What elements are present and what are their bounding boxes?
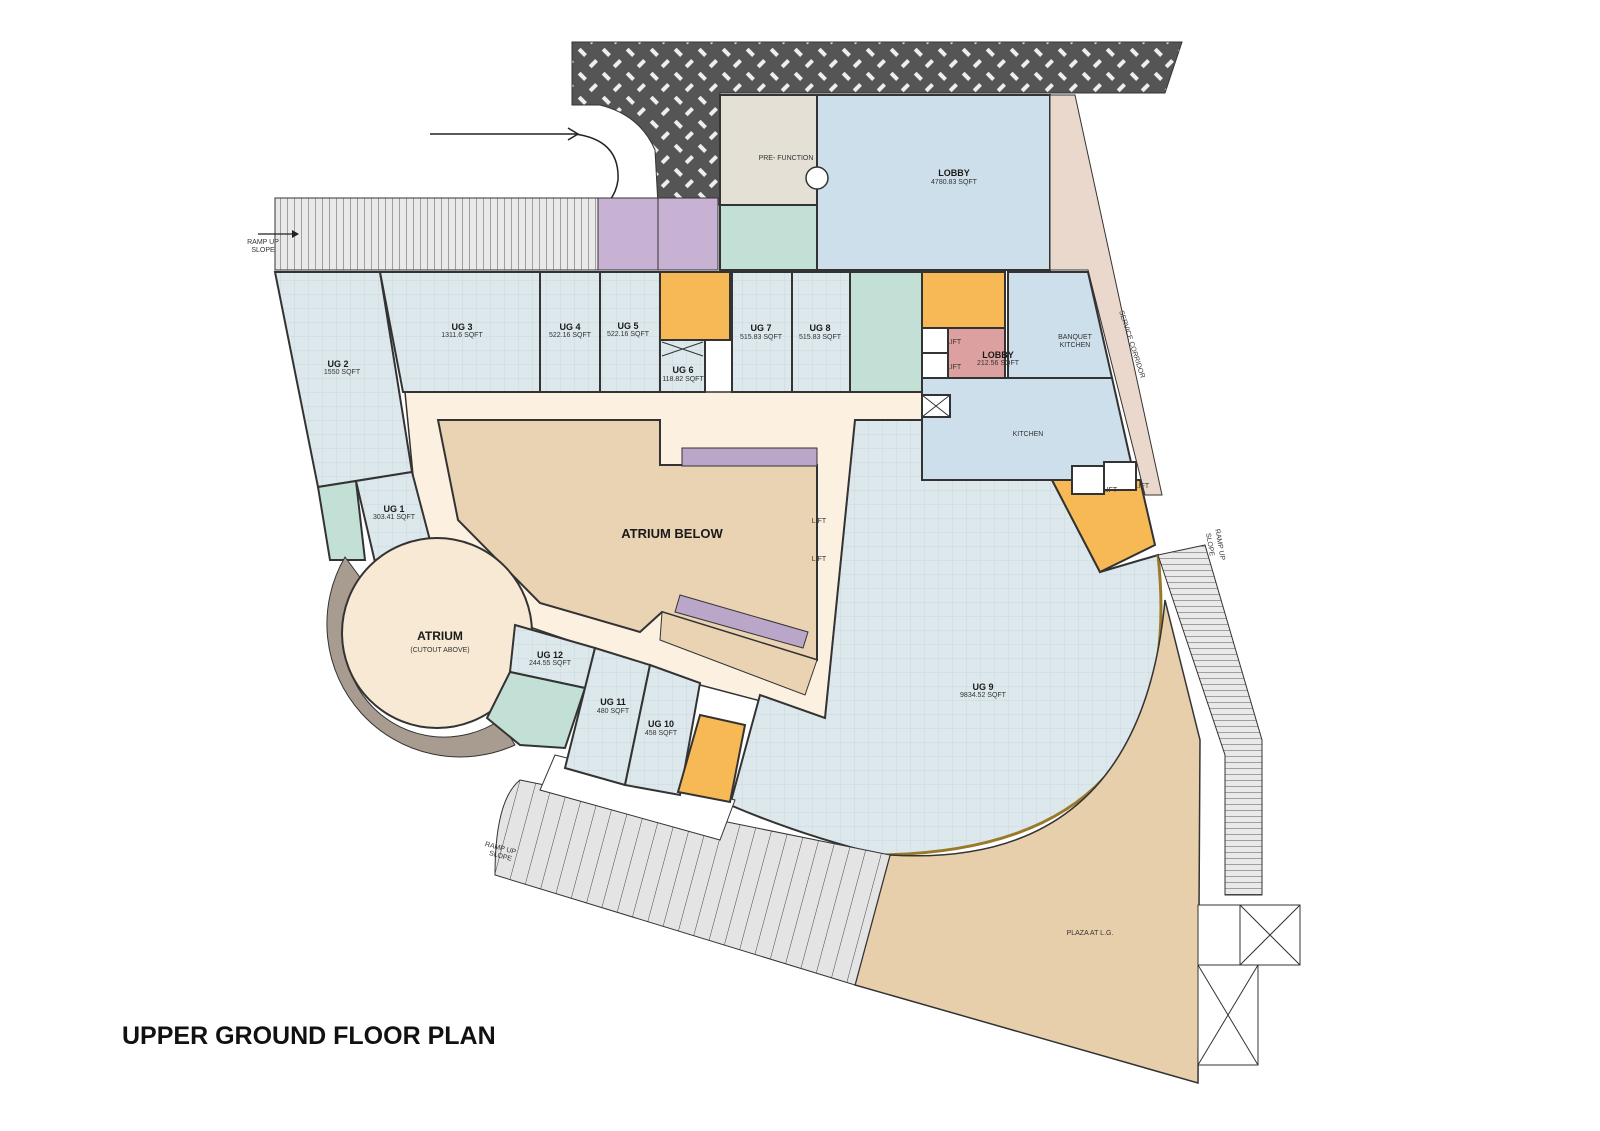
lift-d [1103,461,1137,491]
stair-2 [921,271,1006,329]
ug5-name: UG 5 [617,321,638,331]
ug4-area: 522.16 SQFT [549,332,592,339]
ug5-area: 522.16 SQFT [607,331,650,338]
shaft-boxes [1197,904,1301,1066]
ug10-name: UG 10 [648,719,674,729]
ug1-name: UG 1 [383,504,404,514]
lift-c [1071,465,1105,495]
lift-label-6: LIFT [812,556,827,563]
lift-b [921,352,949,379]
ug8-area: 515.83 SQFT [799,334,842,341]
ramp-right-label-2: SLOPE [1204,533,1215,558]
column-marker [805,166,829,190]
ug8-name: UG 8 [809,323,830,333]
lift-label-3: LIFT [1103,487,1118,494]
pre-function-label: PRE- FUNCTION [759,155,814,162]
escalator-2 [674,594,809,649]
plaza-label: PLAZA AT L.G. [1067,930,1114,937]
atrium-sub-label: (CUTOUT ABOVE) [410,647,469,654]
page-title: UPPER GROUND FLOOR PLAN [122,1022,496,1050]
ug4-name: UG 4 [559,322,580,332]
ramp-left-label-1: RAMP UP [247,239,279,246]
room-lobby-small [947,327,1006,379]
lift-label-5: LIFT [812,518,827,525]
room-ug8 [791,271,851,393]
ug6-area: 118.82 SQFT [662,376,704,383]
room-ug10 [623,663,702,797]
ug11-area: 480 SQFT [597,708,630,715]
room-teal-1 [316,479,367,561]
lift-label-1: LIFT [947,339,962,346]
stair-1 [659,271,731,341]
ramp-bottom [494,779,891,986]
room-ug5 [599,271,661,393]
kitchen-label: KITCHEN [1013,431,1044,438]
banquet-label-1: BANQUET [1058,334,1093,341]
room-ug4 [539,271,601,393]
toilet-mid [849,271,923,393]
service-corridor [1049,94,1163,496]
ug11-name: UG 11 [600,697,626,707]
room-ug6 [659,339,706,393]
room-ug11 [563,646,652,787]
ug1-area: 303.41 SQFT [373,514,416,521]
plaza [854,599,1201,1084]
toilet-top [719,204,818,271]
lift-label-2: LIFT [947,364,962,371]
ug10-area: 458 SQFT [645,730,678,737]
stair-4 [676,713,747,804]
ug12-area: 244.55 SQFT [529,660,572,667]
ug7-name: UG 7 [750,323,771,333]
room-teal-2 [485,670,587,750]
ug3-area: 1311.6 SQFT [441,332,483,339]
lobby-main-area: 4780.83 SQFT [931,179,978,186]
ug12-name: UG 12 [537,650,563,660]
ug2-name: UG 2 [327,359,348,369]
lobby-small-name: LOBBY [982,350,1014,360]
ug9-area: 9834.52 SQFT [960,692,1007,699]
ug3-name: UG 3 [451,322,472,332]
atrium-below-label: ATRIUM BELOW [621,526,723,541]
atrium-label: ATRIUM [417,629,463,643]
room-pre-function [719,94,818,206]
ug6-name: UG 6 [672,365,693,375]
lift-label-4: LIFT [1135,483,1150,490]
escalator-1 [681,447,818,467]
ramp-right [1157,544,1263,896]
ramp-top [274,197,599,271]
banquet-label-2: KITCHEN [1060,342,1091,349]
ug2-area: 1550 SQFT [324,369,361,376]
lobby-main-name: LOBBY [938,168,970,178]
ramp-right-label-1: RAMP UP [1213,528,1225,561]
lobby-small-area: 212.56 SQFT [977,360,1020,367]
room-ug7 [731,271,793,393]
lift-a [921,327,949,354]
ug9-name: UG 9 [972,682,993,692]
ug7-area: 515.83 SQFT [740,334,783,341]
ramp-left-label-2: SLOPE [251,247,275,254]
